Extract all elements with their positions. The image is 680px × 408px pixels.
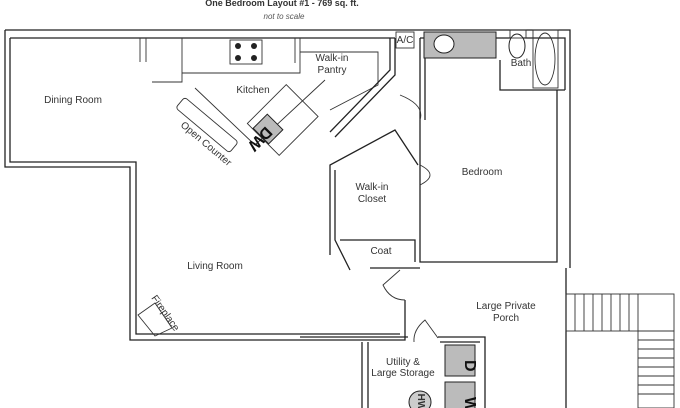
walls: DW D W HW bbox=[4, 29, 675, 408]
closet-label-1: Walk-in bbox=[356, 182, 389, 193]
porch-label-1: Large Private bbox=[476, 301, 536, 312]
pantry-label-1: Walk-in bbox=[316, 53, 349, 64]
washer-label: W bbox=[461, 397, 478, 408]
plan-subtitle: not to scale bbox=[264, 12, 305, 21]
living-room-label: Living Room bbox=[187, 261, 243, 272]
bedroom-label: Bedroom bbox=[462, 167, 503, 178]
utility-label-1: Utility & bbox=[386, 357, 420, 368]
dining-room-label: Dining Room bbox=[44, 95, 102, 106]
kitchen-label: Kitchen bbox=[236, 85, 269, 96]
fireplace-label: Fireplace bbox=[149, 293, 182, 333]
dryer-label: D bbox=[461, 360, 478, 372]
pantry-label-2: Pantry bbox=[318, 65, 347, 76]
bath-label: Bath bbox=[511, 58, 532, 69]
ac-label: A/C bbox=[397, 35, 414, 46]
coat-label: Coat bbox=[370, 246, 391, 257]
utility-label-2: Large Storage bbox=[371, 368, 435, 379]
porch-label-2: Porch bbox=[493, 313, 519, 324]
closet-label-2: Closet bbox=[358, 194, 387, 205]
stairs bbox=[565, 293, 675, 408]
open-counter-label: Open Counter bbox=[178, 120, 234, 169]
water-heater-label: HW bbox=[415, 394, 426, 408]
stove-burners bbox=[235, 43, 257, 61]
room-labels: Dining Room Kitchen Walk-in Pantry Open … bbox=[44, 35, 536, 379]
plan-title: One Bedroom Layout #1 - 769 sq. ft. bbox=[205, 0, 359, 8]
